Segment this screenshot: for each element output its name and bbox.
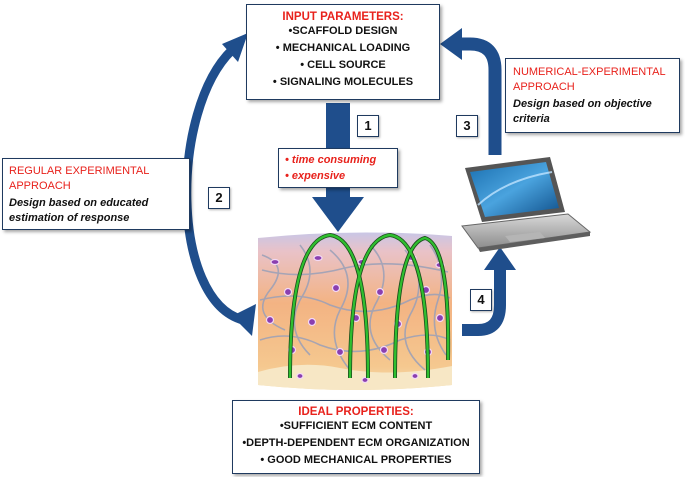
numerical-approach-title-line-1: NUMERICAL-EXPERIMENTAL — [513, 66, 666, 78]
regular-approach-desc-line-1: Design based on educated — [9, 197, 149, 209]
arrow-up-left-3 — [440, 28, 502, 155]
regular-approach-box: REGULAR EXPERIMENTAL APPROACH Design bas… — [2, 158, 190, 230]
step-number-1: 1 — [357, 115, 379, 137]
numerical-approach-desc-line-1: Design based on objective — [513, 98, 652, 110]
ideal-item-mechanical-properties: • GOOD MECHANICAL PROPERTIES — [260, 454, 452, 466]
regular-approach-desc-line-2: estimation of response — [9, 212, 130, 224]
input-item-signaling-molecules: • SIGNALING MOLECULES — [272, 76, 414, 88]
drawbacks-box: • time consuming • expensive — [278, 148, 398, 188]
cartilage-tissue-illustration — [258, 232, 452, 390]
input-item-scaffold-design: •SCAFFOLD DESIGN — [288, 25, 398, 37]
input-item-mechanical-loading: • MECHANICAL LOADING — [275, 42, 411, 54]
regular-approach-title-line-1: REGULAR EXPERIMENTAL — [9, 165, 150, 177]
ideal-item-ecm-organization: •DEPTH-DEPENDENT ECM ORGANIZATION — [242, 437, 470, 449]
input-parameters-box: INPUT PARAMETERS: •SCAFFOLD DESIGN • MEC… — [246, 4, 440, 100]
input-item-cell-source: • CELL SOURCE — [300, 59, 386, 71]
drawback-time-consuming: • time consuming — [285, 154, 377, 166]
drawback-expensive: • expensive — [285, 170, 346, 182]
ideal-properties-box: IDEAL PROPERTIES: •SUFFICIENT ECM CONTEN… — [232, 400, 480, 474]
ideal-item-ecm-content: •SUFFICIENT ECM CONTENT — [279, 420, 433, 432]
numerical-approach-title-line-2: APPROACH — [513, 81, 575, 93]
step-number-4: 4 — [470, 289, 492, 311]
numerical-approach-box: NUMERICAL-EXPERIMENTAL APPROACH Design b… — [505, 58, 680, 133]
step-number-2: 2 — [208, 187, 230, 209]
arrow-up-right-4 — [462, 247, 516, 336]
regular-approach-title-line-2: APPROACH — [9, 180, 71, 192]
laptop-icon — [461, 157, 592, 252]
step-number-3: 3 — [456, 115, 478, 137]
numerical-approach-desc-line-2: criteria — [513, 113, 550, 125]
input-parameters-title: INPUT PARAMETERS: — [282, 11, 404, 23]
ideal-properties-title: IDEAL PROPERTIES: — [298, 406, 414, 418]
